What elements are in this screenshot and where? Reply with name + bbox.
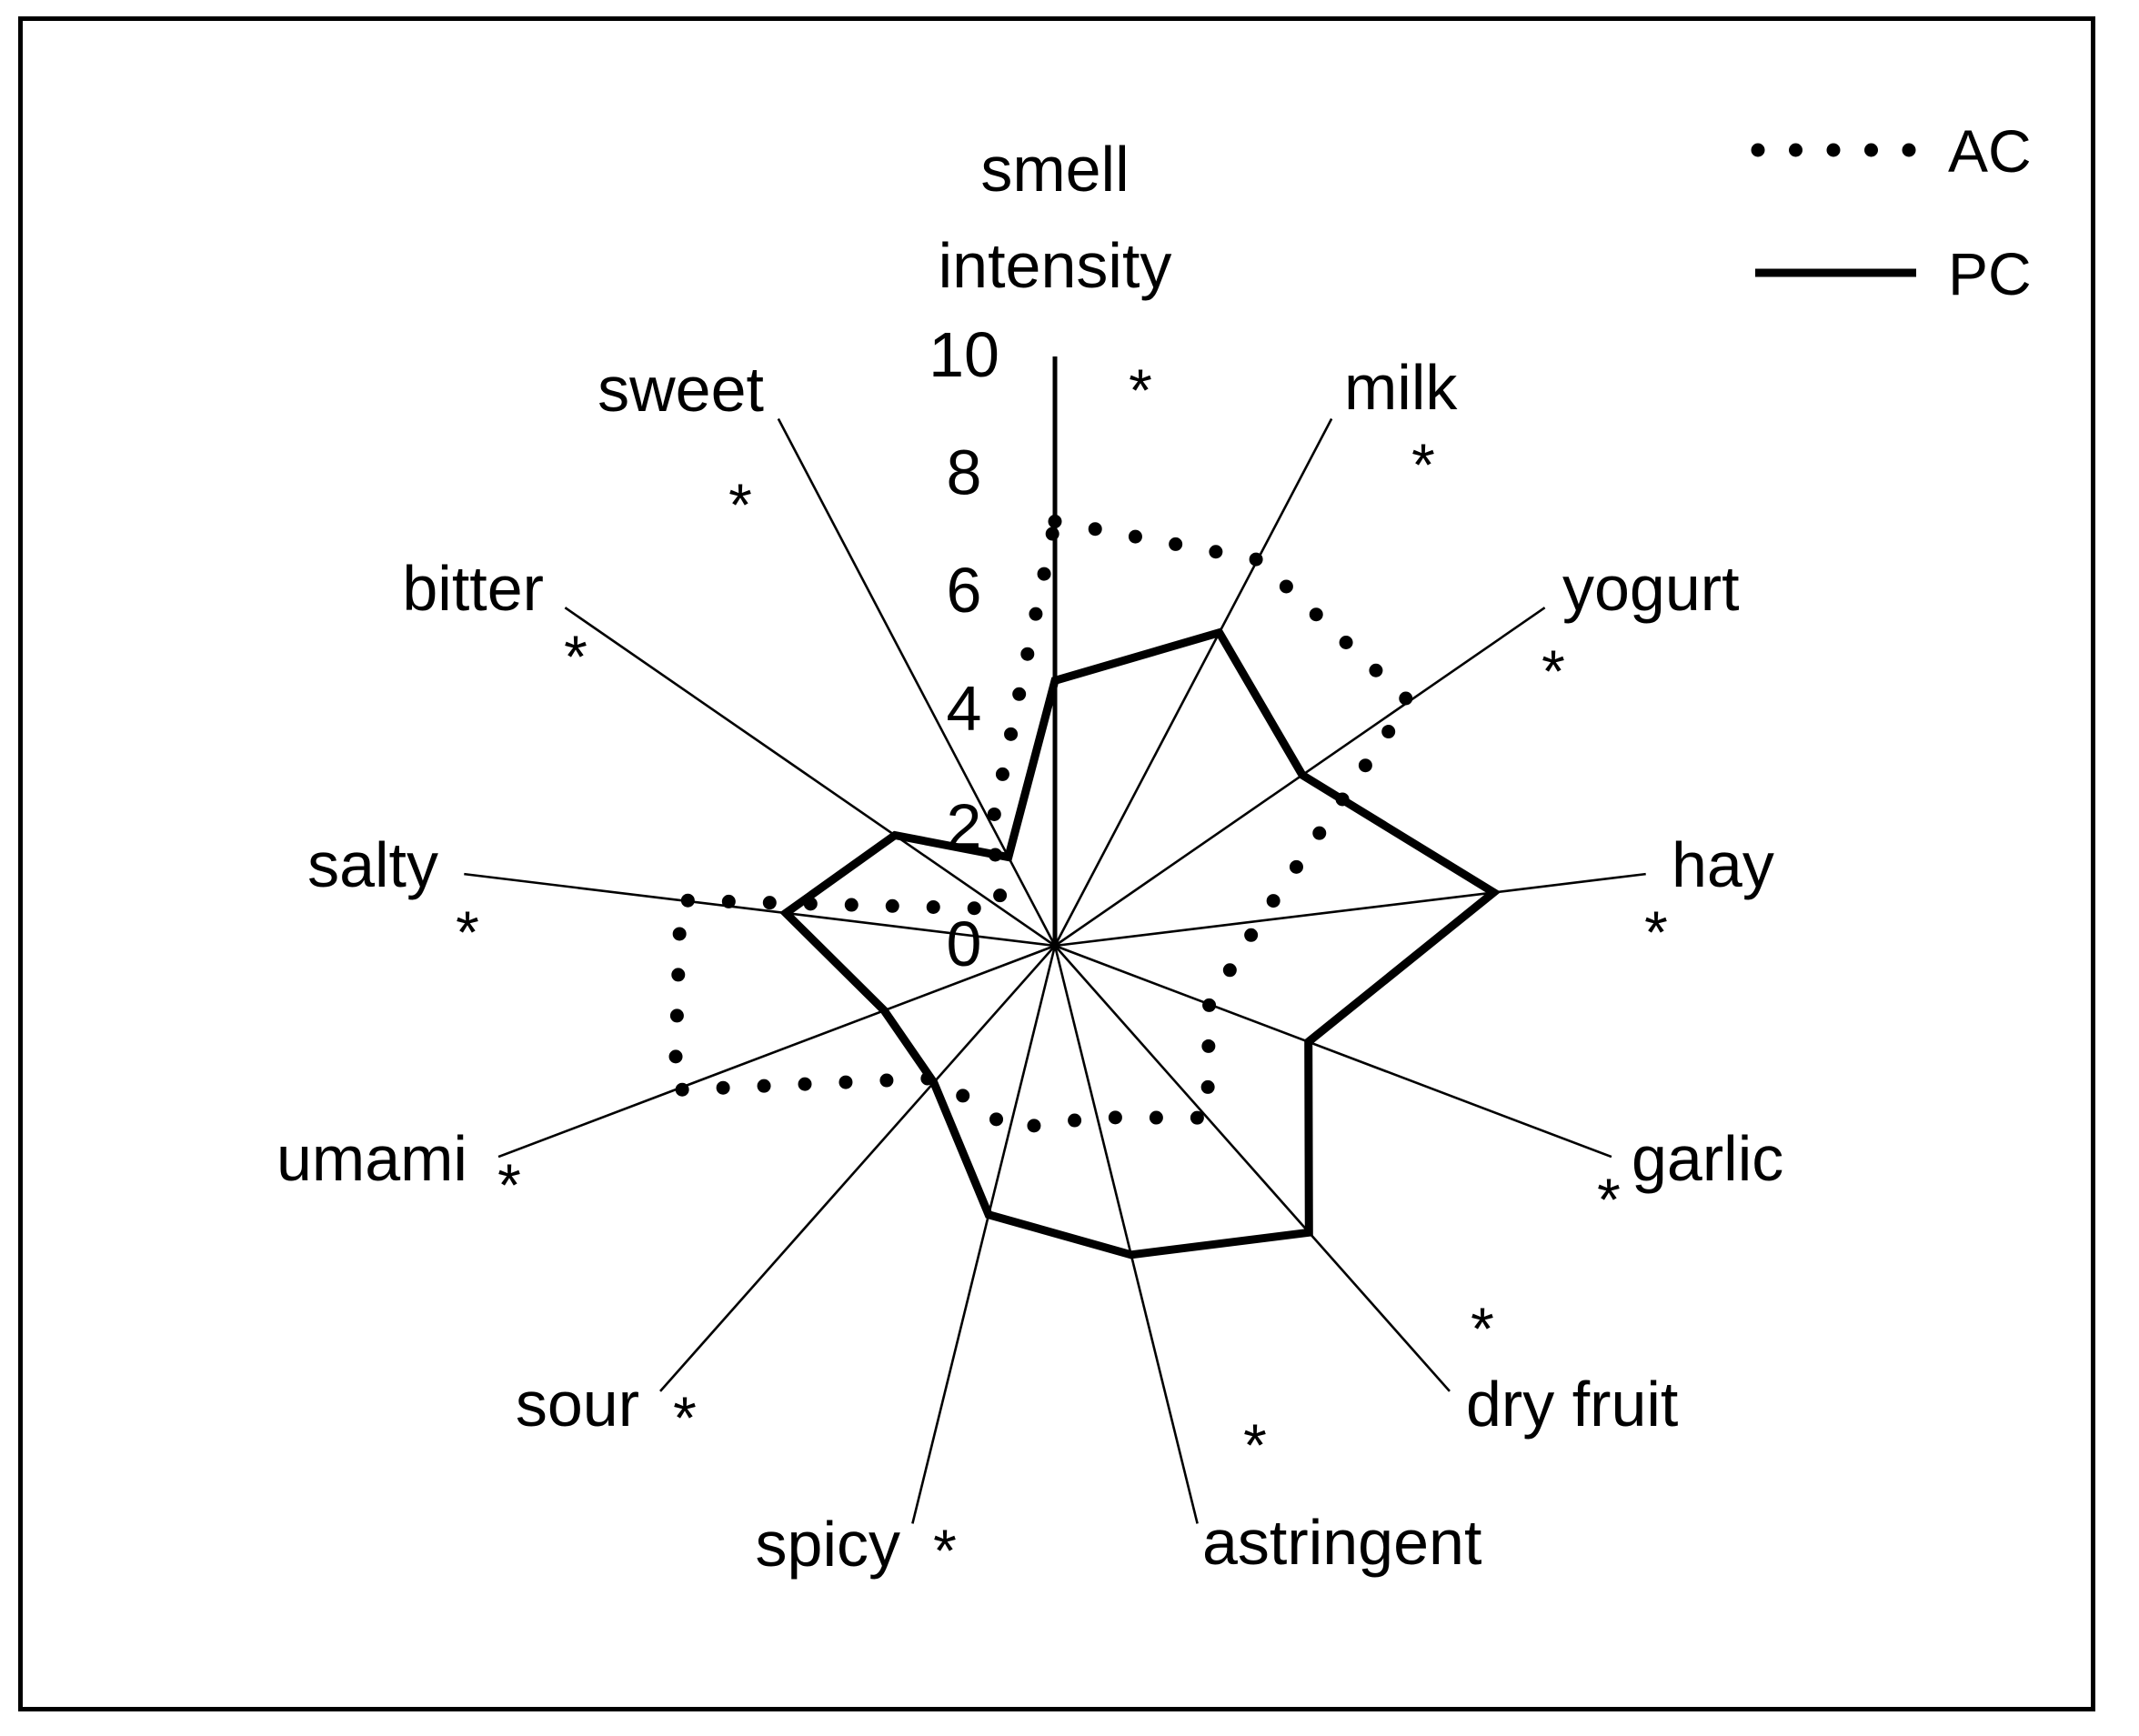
tick-label-10: 10: [929, 319, 999, 390]
axis-spoke-4: [1054, 872, 1646, 948]
significance-marker-9: *: [673, 1384, 697, 1451]
significance-marker-6: *: [1471, 1295, 1494, 1362]
axis-spoke-13: [777, 417, 1057, 947]
axis-spoke-6: [1054, 945, 1451, 1392]
axis-label-13: sweet: [598, 354, 764, 425]
significance-marker-11: *: [456, 898, 479, 966]
axis-label-4: hay: [1672, 829, 1774, 900]
significance-marker-5: *: [1597, 1166, 1621, 1233]
significance-marker-4: *: [1644, 898, 1668, 966]
significance-marker-7: *: [1243, 1411, 1267, 1479]
axis-label-11: salty: [307, 829, 438, 900]
axis-label-5: garlic: [1632, 1123, 1783, 1194]
axis-spoke-5: [1054, 944, 1612, 1159]
axis-label-3: yogurt: [1562, 553, 1740, 624]
significance-marker-1: *: [1129, 356, 1152, 424]
axis-label-8: spicy: [756, 1509, 900, 1580]
legend-label-ac: AC: [1948, 117, 2032, 185]
axis-label-2: milk: [1344, 352, 1458, 423]
axis-label-12: bitter: [402, 553, 544, 624]
significance-marker-13: *: [728, 471, 752, 538]
significance-marker-2: *: [1411, 431, 1435, 498]
axis-spoke-2: [1053, 417, 1333, 947]
axis-label-7: astringent: [1202, 1507, 1481, 1578]
tick-label-4: 4: [947, 673, 982, 744]
axis-spoke-8: [911, 945, 1057, 1524]
significance-marker-8: *: [933, 1517, 957, 1584]
legend-label-pc: PC: [1948, 240, 2032, 307]
significance-marker-3: *: [1541, 637, 1565, 705]
tick-label-6: 6: [947, 555, 982, 626]
axis-label-6: dry fruit: [1466, 1369, 1678, 1440]
significance-marker-10: *: [497, 1151, 521, 1219]
axis-spoke-10: [497, 944, 1056, 1159]
tick-label-2: 2: [947, 790, 982, 861]
tick-label-8: 8: [947, 437, 982, 508]
axis-label-10: umami: [276, 1123, 467, 1194]
significance-marker-12: *: [564, 623, 587, 690]
axis-spoke-12: [564, 607, 1056, 948]
axis-spoke-9: [659, 945, 1056, 1392]
axis-spoke-11: [464, 872, 1056, 948]
series-line-pc: [779, 627, 1501, 1259]
axis-label-9: sour: [516, 1369, 639, 1440]
tick-label-0: 0: [947, 908, 982, 979]
axis-spoke-7: [1053, 945, 1199, 1524]
